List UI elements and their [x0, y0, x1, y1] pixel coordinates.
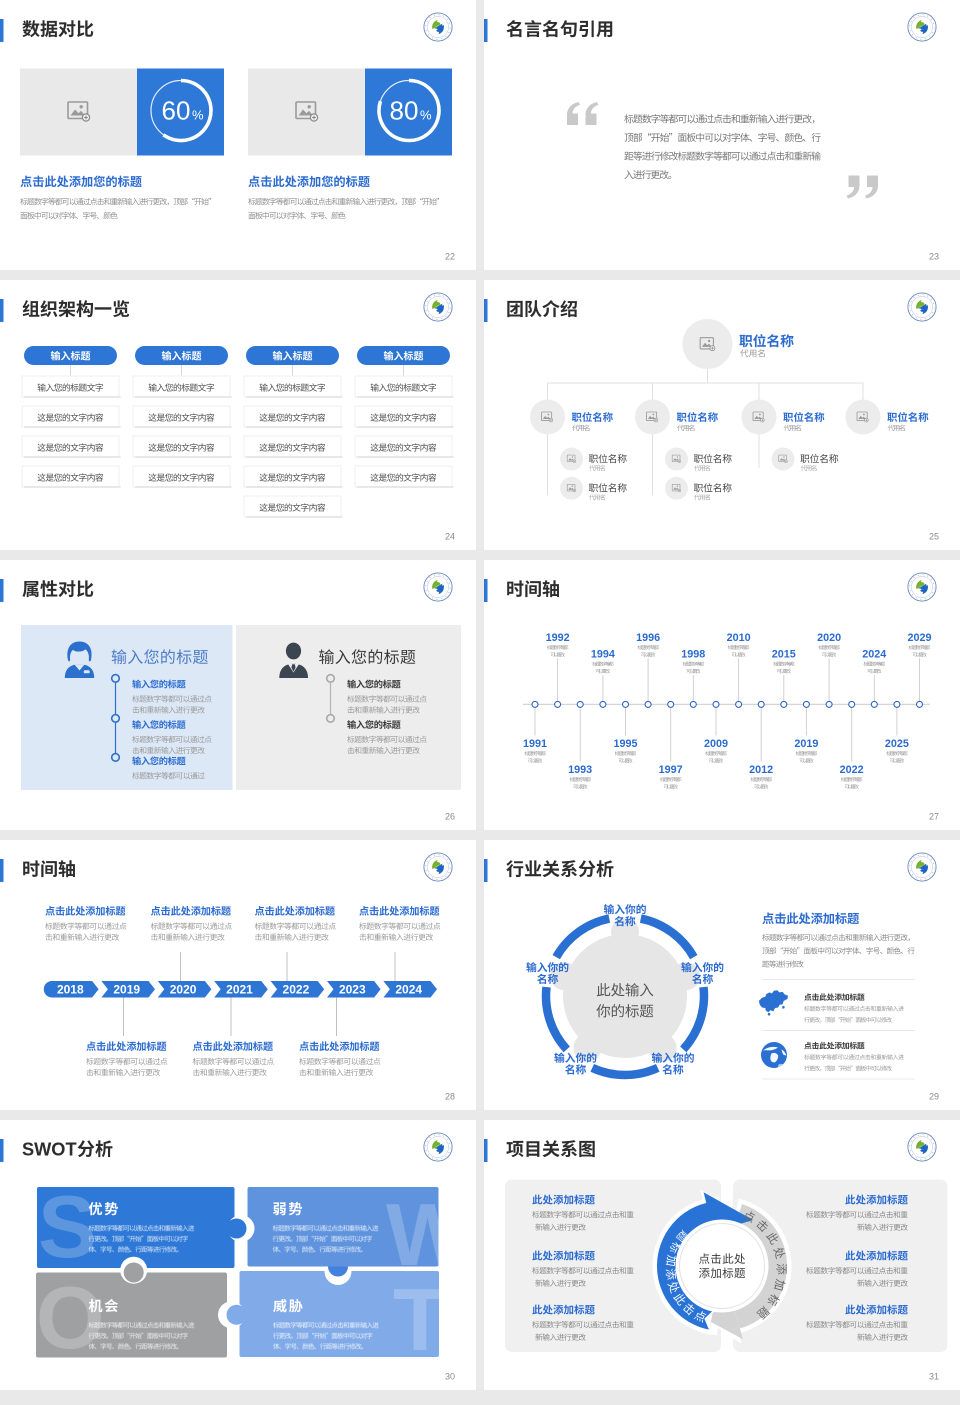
svg-text:22: 22: [445, 252, 455, 262]
svg-text:2022: 2022: [283, 983, 310, 997]
svg-text:T: T: [393, 1270, 447, 1369]
svg-text:S: S: [38, 1177, 97, 1276]
svg-text:2024: 2024: [862, 649, 886, 661]
svg-text:W: W: [386, 1185, 469, 1284]
svg-text:%: %: [420, 108, 432, 123]
svg-text:23: 23: [929, 252, 939, 262]
svg-text:1991: 1991: [523, 738, 547, 750]
svg-text:29: 29: [929, 1092, 939, 1102]
svg-text:2010: 2010: [727, 632, 751, 644]
svg-text:2021: 2021: [226, 983, 253, 997]
svg-text:24: 24: [445, 532, 455, 542]
svg-text:2022: 2022: [840, 764, 864, 776]
svg-text:2018: 2018: [57, 983, 84, 997]
svg-text:%: %: [192, 108, 204, 123]
svg-text:2019: 2019: [113, 983, 140, 997]
svg-text:2020: 2020: [170, 983, 197, 997]
svg-text:26: 26: [445, 812, 455, 822]
svg-text:2009: 2009: [704, 738, 728, 750]
svg-text:60: 60: [162, 96, 191, 126]
svg-text:25: 25: [929, 532, 939, 542]
svg-text:80: 80: [390, 96, 419, 126]
svg-text:31: 31: [929, 1372, 939, 1382]
svg-text:28: 28: [445, 1092, 455, 1102]
svg-text:2029: 2029: [907, 632, 931, 644]
svg-text:2012: 2012: [749, 764, 773, 776]
svg-text:1992: 1992: [546, 632, 570, 644]
svg-text:1997: 1997: [659, 764, 683, 776]
svg-text:1993: 1993: [568, 764, 592, 776]
svg-text:1998: 1998: [681, 649, 705, 661]
svg-text:1994: 1994: [591, 649, 615, 661]
svg-text:30: 30: [445, 1372, 455, 1382]
svg-text:SWOT: SWOT: [22, 1140, 77, 1160]
svg-text:2025: 2025: [885, 738, 909, 750]
svg-text:1996: 1996: [636, 632, 660, 644]
svg-text:2023: 2023: [339, 983, 366, 997]
svg-text:O: O: [36, 1268, 104, 1367]
svg-text:2015: 2015: [772, 649, 796, 661]
svg-text:2019: 2019: [794, 738, 818, 750]
svg-text:1995: 1995: [613, 738, 637, 750]
svg-text:2024: 2024: [395, 983, 422, 997]
svg-text:27: 27: [929, 812, 939, 822]
svg-text:2020: 2020: [817, 632, 841, 644]
